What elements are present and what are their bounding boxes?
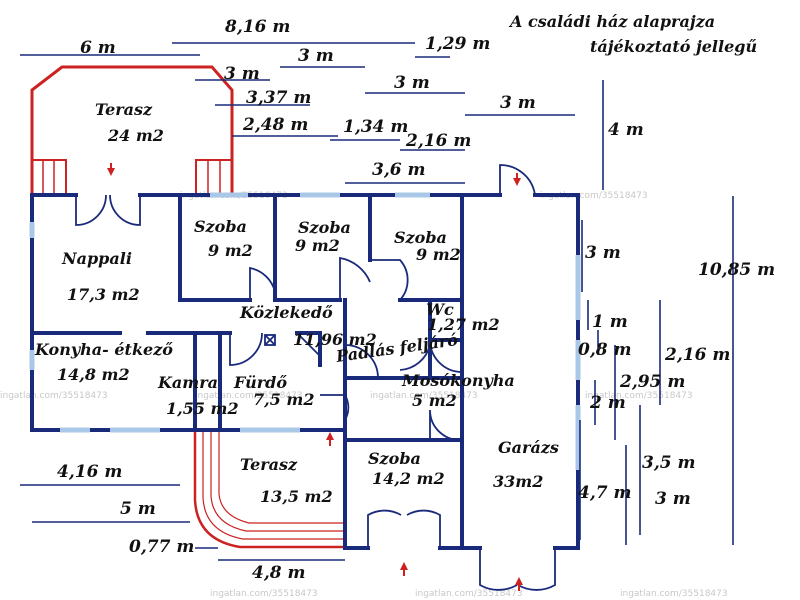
dimension-label: 4,7 m (578, 483, 631, 503)
watermark: ingatlan.com/35518473 (585, 391, 693, 401)
room-name: Mosókonyha (401, 371, 515, 390)
room-area: 14,2 m2 (372, 469, 445, 488)
dimension-label: 3 m (298, 46, 334, 66)
doors (75, 164, 556, 591)
room-name: Szoba (368, 449, 421, 468)
dimension-label: 2,16 m (664, 345, 730, 365)
room-name: Fürdő (233, 373, 287, 392)
dimension-label: 3,37 m (246, 88, 311, 108)
dimension-label: 3 m (585, 243, 621, 263)
watermark: ingatlan.com/35518473 (370, 391, 478, 401)
room-area: 24 m2 (107, 126, 164, 145)
watermark: ingatlan.com/35518473 (195, 391, 303, 401)
room-name: Konyha- étkező (34, 340, 173, 359)
dimension-label: 2 m (589, 393, 626, 413)
dimension-label: 2,16 m (405, 131, 471, 151)
dimension-label: 5 m (120, 499, 156, 519)
watermark: ingatlan.com/35518473 (620, 589, 728, 599)
dimension-label: 3 m (655, 489, 691, 509)
dimension-label: 4,16 m (57, 462, 122, 482)
dimension-label: 1 m (592, 312, 628, 332)
dimension-label: 4 m (608, 120, 644, 140)
dimension-label: 1,29 m (425, 34, 490, 54)
dimension-label: 3 m (224, 64, 260, 84)
room-area: 14,8 m2 (57, 365, 130, 384)
entry-arrows (107, 163, 523, 591)
watermark: ingatlan.com/35518473 (415, 589, 523, 599)
room-area: 11,96 m2 (293, 330, 377, 349)
room-name: Közlekedő (239, 303, 333, 322)
dimension-label: 1,34 m (343, 117, 408, 137)
room-name: Wc (426, 300, 454, 319)
windows (29, 192, 581, 470)
dimension-label: 3 m (394, 73, 430, 93)
room-area: 13,5 m2 (260, 487, 333, 506)
room-area: 5 m2 (412, 391, 457, 410)
room-name: Szoba (298, 218, 351, 237)
room-area: 1,55 m2 (166, 399, 239, 418)
arrow-icon (513, 178, 521, 186)
room-name: Szoba (394, 228, 447, 247)
arrow-icon (326, 432, 334, 440)
arrow-icon (515, 577, 523, 585)
room-name: Garázs (498, 438, 559, 457)
room-name: Szoba (194, 217, 247, 236)
room-area: 17,3 m2 (67, 285, 140, 304)
room-name: Terasz (240, 455, 298, 474)
dimension-label: 0,8 m (578, 340, 631, 360)
dimension-label: 2,95 m (619, 372, 685, 392)
room-name: Nappali (61, 249, 132, 268)
dimension-label: 6 m (80, 38, 116, 58)
room-area: 33m2 (493, 472, 543, 491)
watermark: ingatlan.com/35518473 (0, 391, 108, 401)
room-area: 9 m2 (295, 236, 340, 255)
arrow-icon (107, 168, 115, 176)
watermark: ingatlan.com/35518473 (540, 191, 648, 201)
dimension-label: 8,16 m (224, 17, 290, 37)
plan-title: A családi ház alaprajza (508, 12, 715, 31)
dimension-label: 3,5 m (642, 453, 695, 473)
dimension-label: 2,48 m (242, 115, 308, 135)
arrow-icon (400, 562, 408, 570)
watermark: ingatlan.com/35518473 (210, 589, 318, 599)
room-area: 7,5 m2 (253, 390, 314, 409)
dimension-label: 4,8 m (252, 563, 305, 583)
room-labels: Terasz 24 m2 Szoba 9 m2 Szoba 9 m2 Szoba… (34, 100, 559, 506)
room-name: Kamra (157, 373, 218, 392)
dimension-label: 3 m (500, 93, 536, 113)
room-area: 9 m2 (208, 241, 253, 260)
plan-subtitle: tájékoztató jellegű (590, 37, 757, 56)
dimension-lines (20, 42, 734, 561)
dimension-labels: 8,16 m 6 m 3 m 1,29 m 3 m 3 m 3,37 m 3 m… (57, 17, 775, 583)
room-name: Terasz (95, 100, 153, 119)
dimension-label: 10,85 m (698, 260, 775, 280)
room-area: 1,27 m2 (427, 315, 500, 334)
room-area: 9 m2 (416, 245, 461, 264)
dimension-label: 0,77 m (129, 537, 194, 557)
bottom-terrace (193, 430, 345, 549)
dimension-label: 3,6 m (372, 160, 425, 180)
